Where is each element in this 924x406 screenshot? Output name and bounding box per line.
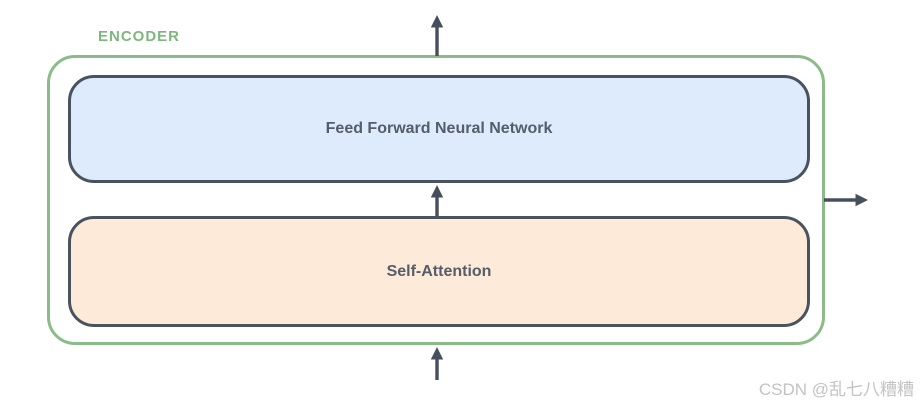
output-arrow-top-icon bbox=[430, 15, 444, 56]
feed-forward-box: Feed Forward Neural Network bbox=[68, 75, 810, 183]
encoder-label: ENCODER bbox=[98, 28, 181, 45]
attention-to-ffnn-arrow-icon bbox=[430, 185, 444, 216]
encoder-container bbox=[47, 55, 825, 345]
csdn-watermark: CSDN @乱七八糟糟 bbox=[758, 380, 914, 399]
feed-forward-label: Feed Forward Neural Network bbox=[325, 120, 553, 137]
self-attention-label: Self-Attention bbox=[386, 262, 492, 280]
output-arrow-right-icon bbox=[824, 193, 868, 207]
self-attention-box: Self-Attention bbox=[68, 216, 810, 327]
input-arrow-bottom-icon bbox=[430, 347, 444, 380]
